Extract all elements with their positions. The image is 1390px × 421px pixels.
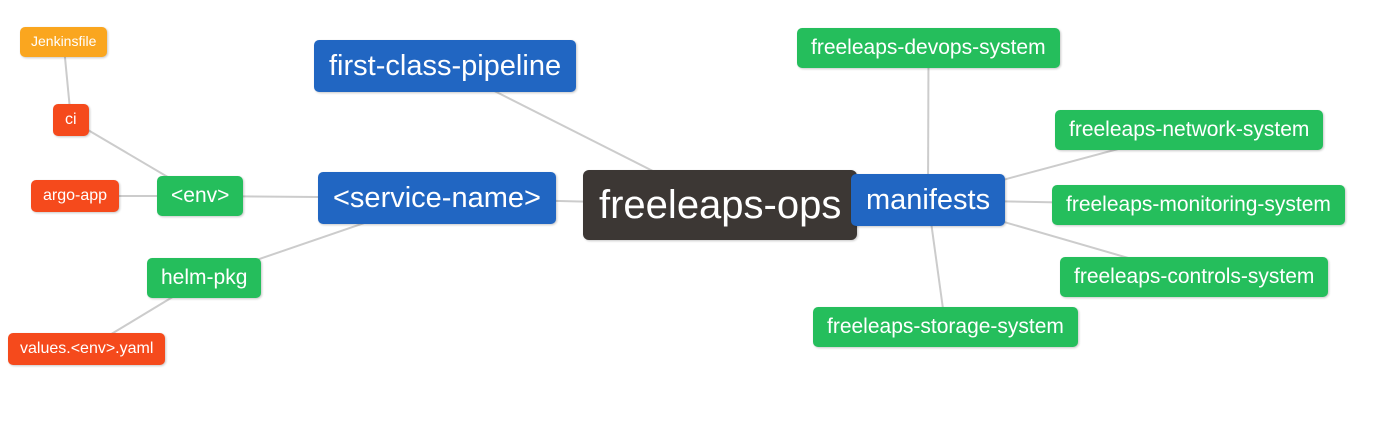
node-ci[interactable]: ci xyxy=(53,104,89,136)
node-env[interactable]: <env> xyxy=(157,176,244,217)
node-first-class-pipeline[interactable]: first-class-pipeline xyxy=(314,40,577,93)
node-argo-app[interactable]: argo-app xyxy=(31,180,120,212)
node-freeleaps-storage-system[interactable]: freeleaps-storage-system xyxy=(813,307,1078,348)
node-values-env-yaml[interactable]: values.<env>.yaml xyxy=(8,333,166,365)
node-freeleaps-ops[interactable]: freeleaps-ops xyxy=(583,170,858,240)
node-helm-pkg[interactable]: helm-pkg xyxy=(147,258,262,299)
node-freeleaps-devops-system[interactable]: freeleaps-devops-system xyxy=(797,28,1060,69)
node-freeleaps-controls-system[interactable]: freeleaps-controls-system xyxy=(1060,257,1329,298)
node-jenkinsfile[interactable]: Jenkinsfile xyxy=(20,27,108,57)
node-manifests[interactable]: manifests xyxy=(851,174,1006,227)
node-freeleaps-monitoring-system[interactable]: freeleaps-monitoring-system xyxy=(1052,185,1345,226)
node-freeleaps-network-system[interactable]: freeleaps-network-system xyxy=(1055,110,1324,151)
node-service-name[interactable]: <service-name> xyxy=(318,172,556,225)
